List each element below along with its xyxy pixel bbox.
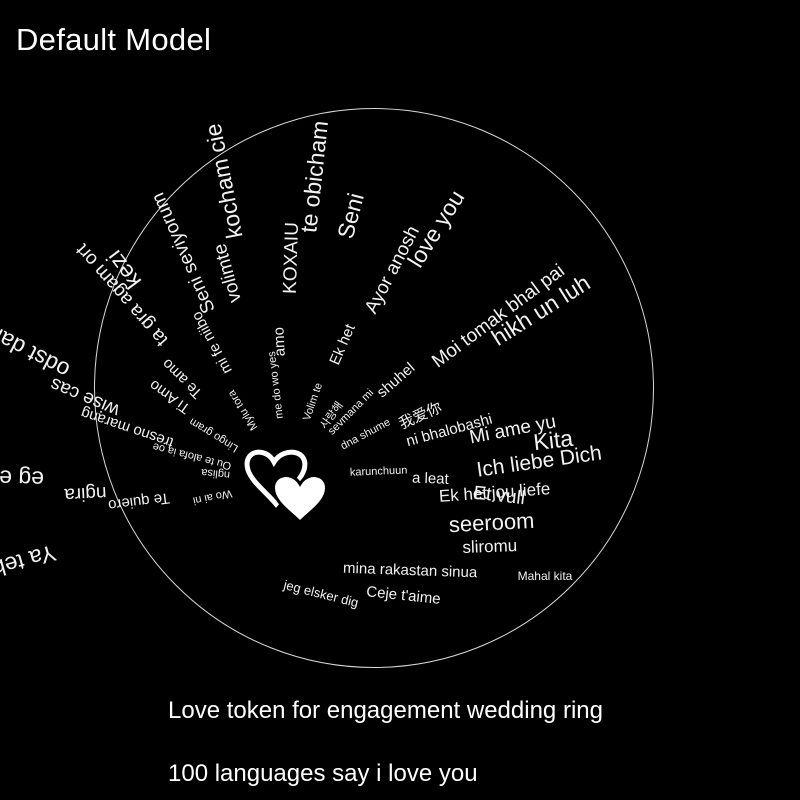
love-phrase: seeroom — [448, 508, 535, 537]
love-phrase: Mylu tora — [225, 387, 260, 432]
love-phrase: Ya tebe kocham — [0, 540, 59, 610]
front-heart-icon — [272, 474, 328, 525]
love-phrase: Ayor anosh — [361, 223, 424, 318]
love-phrase: KOXAIU — [280, 222, 303, 294]
love-phrase: a leat — [412, 470, 450, 488]
engraved-disc-outline — [94, 108, 654, 668]
love-phrase: amo — [270, 327, 288, 357]
love-phrase: mi fe niibo — [188, 309, 235, 377]
caption-line-1: Love token for engagement wedding ring — [168, 697, 603, 724]
love-phrase: sliromu — [462, 536, 517, 557]
love-phrase: me do wo yes — [266, 350, 286, 419]
love-phrase: Ceje t'aime — [366, 583, 442, 608]
love-phrase: te obicham — [295, 119, 333, 234]
love-phrase: ngira — [63, 482, 107, 505]
love-phrase: odst daram — [0, 308, 74, 384]
love-phrase: Mahal kita — [518, 569, 573, 583]
love-phrase: nglisa — [200, 466, 231, 481]
love-phrase: Ek het — [326, 321, 359, 368]
love-phrase: Kita — [532, 425, 575, 455]
love-phrase: mina rakastan sinua — [343, 560, 478, 582]
love-phrase: kocham cie — [200, 121, 248, 240]
love-phrase: volimte — [210, 241, 246, 305]
caption-line-2: 100 languages say i love you — [168, 760, 478, 787]
double-heart-icon — [244, 449, 328, 525]
love-phrase: jeg elsker dig — [281, 577, 360, 610]
love-phrase: Te quiero — [107, 489, 170, 513]
love-phrase: karunchuun — [350, 464, 408, 478]
love-phrase: Ek het jou liefe — [438, 479, 551, 506]
love-phrase: Lingo gram — [187, 415, 240, 454]
love-phrase: eg elska tig — [0, 464, 44, 493]
model-label: Default Model — [16, 22, 212, 57]
love-phrase: Seni — [332, 190, 369, 241]
